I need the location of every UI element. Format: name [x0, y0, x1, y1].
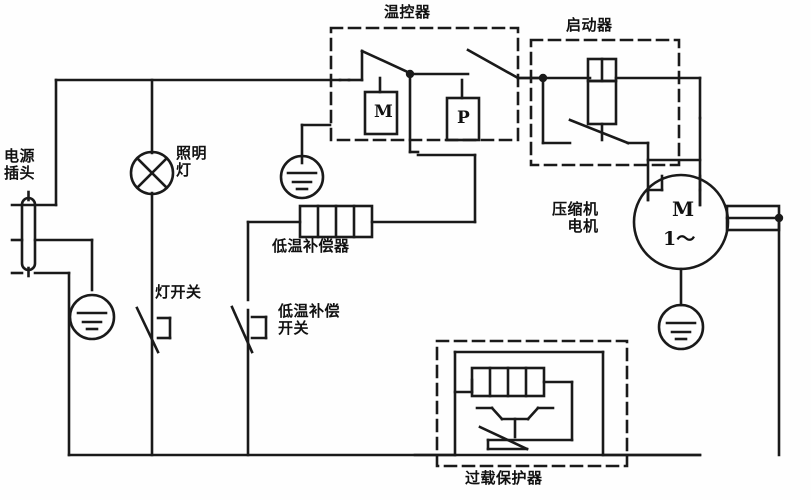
label-lamp-switch: 灯开关	[155, 283, 202, 301]
low-temp-compensator-symbol	[246, 153, 477, 239]
label-overload-protector: 过载保护器	[465, 469, 543, 487]
ground-symbol-plug	[68, 293, 116, 341]
label-low-temp-compensator: 低温补偿器	[272, 237, 350, 255]
lamp-symbol	[129, 150, 175, 196]
thermostat-coil-p-letter: P	[457, 108, 470, 128]
ground-symbol-motor	[657, 303, 705, 351]
label-lamp: 照明 灯	[176, 144, 208, 179]
starter-enclosure	[529, 38, 681, 167]
label-starter: 启动器	[566, 16, 613, 34]
overload-protector-internals	[413, 350, 702, 457]
ground-symbol-thermostat	[279, 154, 325, 200]
label-compressor-motor: 压缩机 电机	[552, 200, 599, 235]
label-low-temp-comp-switch: 低温补偿 开关	[278, 302, 341, 337]
power-plug-symbol	[10, 190, 94, 457]
label-thermostat: 温控器	[384, 3, 431, 21]
thermostat-internals	[347, 48, 542, 154]
compressor-motor-symbol	[632, 173, 784, 457]
starter-internals	[516, 57, 702, 162]
motor-phase-marking: 1～	[663, 228, 696, 250]
overload-protector-enclosure	[435, 339, 629, 468]
thermostat-coil-m-letter: M	[374, 102, 393, 122]
lamp-switch-symbol	[135, 306, 172, 354]
motor-letter: M	[672, 197, 695, 221]
thermostat-enclosure	[329, 26, 520, 142]
label-power-plug: 电源 插头	[4, 147, 36, 182]
